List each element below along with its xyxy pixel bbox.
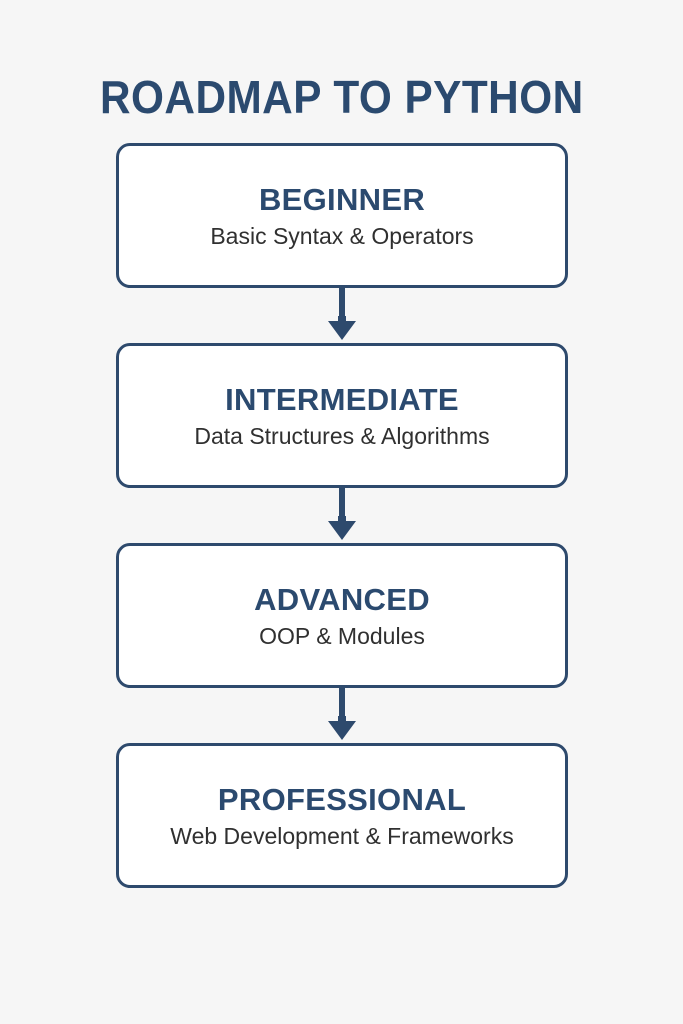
- stage-topic-label: Basic Syntax & Operators: [210, 222, 474, 249]
- connector-advanced-to-professional: [116, 688, 568, 743]
- arrow-down-icon: [328, 688, 356, 740]
- stage-level-label: ADVANCED: [254, 581, 430, 617]
- arrow-down-icon: [328, 488, 356, 540]
- stage-topic-label: Data Structures & Algorithms: [194, 422, 490, 449]
- stage-level-label: PROFESSIONAL: [217, 781, 467, 817]
- stage-topic-label: OOP & Modules: [259, 622, 425, 649]
- roadmap-flow: BEGINNER Basic Syntax & Operators INTERM…: [116, 143, 568, 888]
- stage-card-professional[interactable]: PROFESSIONAL Web Development & Framework…: [116, 743, 568, 888]
- arrow-down-icon: [328, 288, 356, 340]
- stage-level-label: BEGINNER: [258, 181, 426, 217]
- stage-card-beginner[interactable]: BEGINNER Basic Syntax & Operators: [116, 143, 568, 288]
- connector-intermediate-to-advanced: [116, 488, 568, 543]
- page-title: ROADMAP TO PYTHON: [99, 70, 584, 123]
- connector-beginner-to-intermediate: [116, 288, 568, 343]
- page-title-container: ROADMAP TO PYTHON: [0, 40, 683, 154]
- stage-topic-label: Web Development & Frameworks: [170, 822, 514, 849]
- stage-level-label: INTERMEDIATE: [225, 381, 459, 417]
- stage-card-advanced[interactable]: ADVANCED OOP & Modules: [116, 543, 568, 688]
- stage-card-intermediate[interactable]: INTERMEDIATE Data Structures & Algorithm…: [116, 343, 568, 488]
